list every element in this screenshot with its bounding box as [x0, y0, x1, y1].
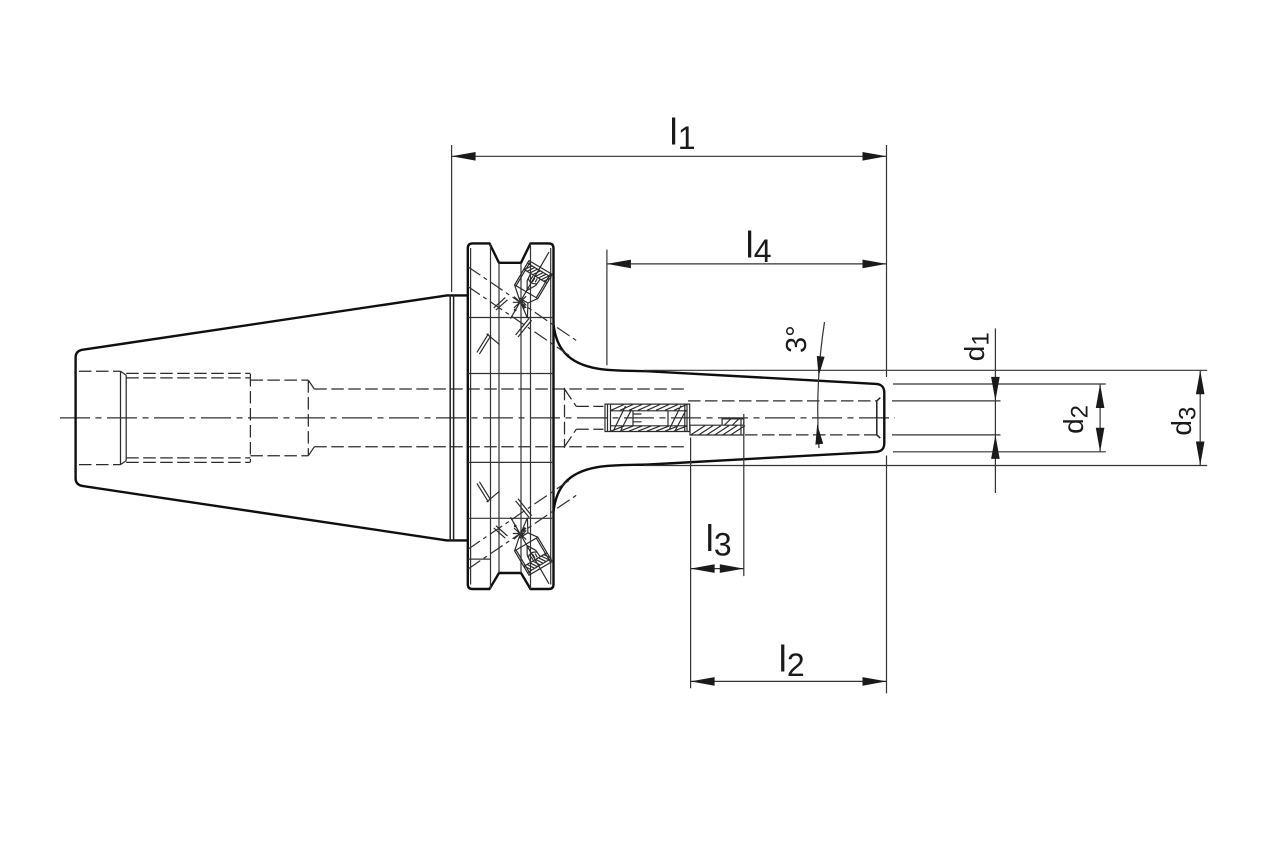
label-l2: l2 — [779, 639, 805, 684]
label-d1: d1 — [959, 332, 995, 361]
label-l1: l1 — [670, 111, 696, 156]
flange-outline — [466, 242, 555, 591]
neck-edge-circles — [449, 294, 455, 541]
label-d3: d3 — [1166, 407, 1202, 436]
label-d2: d2 — [1058, 405, 1094, 434]
label-angle: 3° — [781, 325, 813, 353]
counterbore-edges — [119, 370, 127, 466]
flange-detail-top — [467, 251, 578, 356]
tip-bore-recess — [876, 397, 881, 439]
body-taper-outline — [552, 323, 886, 513]
label-l3: l3 — [706, 518, 732, 563]
label-l4: l4 — [746, 224, 772, 269]
hidden-bore-lines — [79, 370, 877, 466]
sk-cone-outline — [74, 294, 449, 542]
dimension-lines — [451, 145, 1208, 694]
dimension-labels: l1 l4 l3 l2 d1 d2 d3 3° — [670, 111, 1202, 683]
